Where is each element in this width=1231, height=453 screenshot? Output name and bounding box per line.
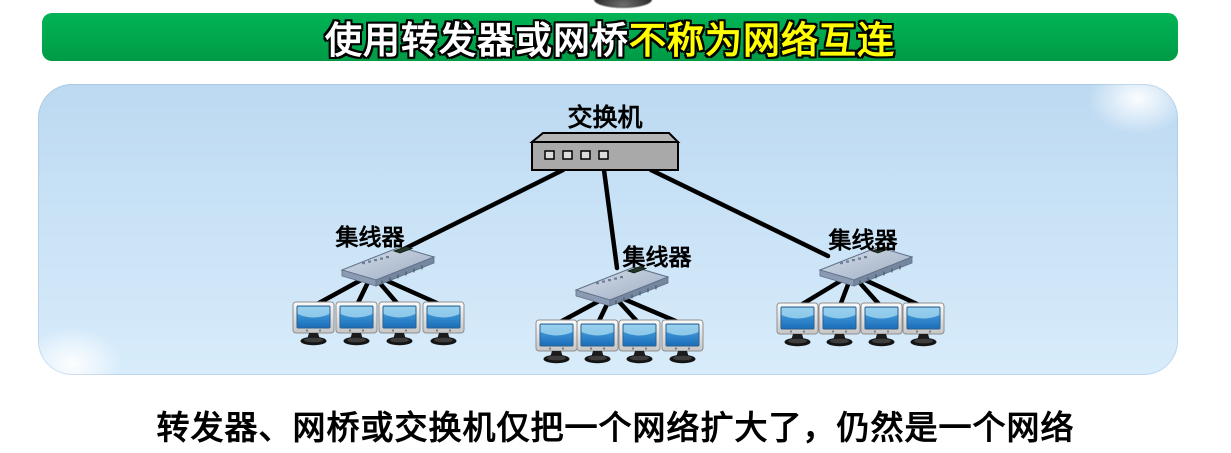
cable-line (391, 167, 566, 257)
switch-label: 交换机 (567, 104, 643, 132)
hub-label-middle: 集线器 (622, 244, 692, 270)
bottom-caption: 转发器、网桥或交换机仅把一个网络扩大了，仍然是一个网络 (156, 409, 1075, 446)
title-text: 使用转发器或网桥 (325, 20, 629, 61)
computer-icon (618, 319, 661, 364)
cable-line (601, 167, 620, 271)
title-highlight-text: 不称为网络互连 (629, 20, 895, 61)
computer-icon (378, 301, 421, 346)
switch-icon (529, 132, 681, 171)
top-edge-shape (594, 0, 652, 8)
hub-label-right: 集线器 (828, 227, 898, 253)
hub-label-left: 集线器 (335, 224, 405, 250)
computer-icon (292, 301, 335, 346)
computer-icon (535, 319, 578, 364)
computer-icon (422, 301, 465, 346)
computer-icon (335, 301, 378, 346)
cable-line (648, 167, 831, 259)
computer-icon (902, 302, 945, 347)
computer-icon (860, 302, 903, 347)
computer-icon (661, 319, 704, 364)
computer-icon (776, 302, 819, 347)
hub-icon (575, 266, 669, 307)
computer-icon (576, 319, 619, 364)
title-banner: 使用转发器或网桥不称为网络互连 (42, 13, 1178, 61)
computers (292, 301, 945, 364)
hub-icon (341, 246, 435, 287)
computer-icon (818, 302, 861, 347)
